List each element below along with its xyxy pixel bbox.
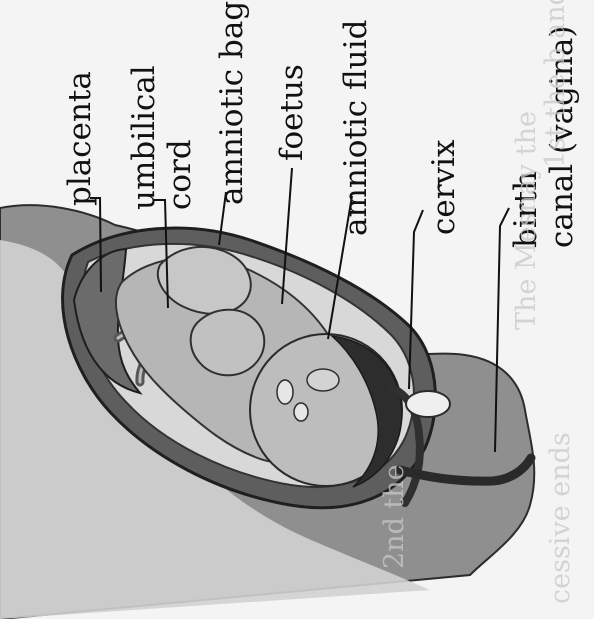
bleed-text-4: cessive ends	[546, 432, 576, 604]
bleed-text-3: 2nd the	[380, 464, 410, 569]
bleed-text-2: The Mesnay the	[512, 111, 542, 330]
bleed-text-1: 1st the b and	[541, 0, 571, 168]
